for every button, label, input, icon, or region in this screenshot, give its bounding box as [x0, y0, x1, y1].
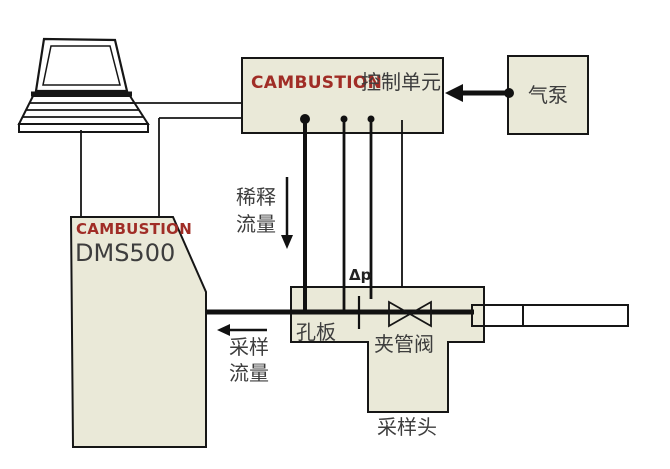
control-lines	[303, 119, 403, 310]
pinch-valve-symbol	[388, 300, 432, 328]
valve-left-triangle	[388, 300, 412, 328]
probe-tip	[471, 304, 524, 327]
sample-flow-label-line1: 采样	[229, 335, 269, 359]
laptop-screen	[42, 45, 121, 86]
pump-to-control-arrow	[445, 84, 514, 102]
laptop-base	[18, 123, 149, 133]
sample-head-label: 采样头	[377, 415, 437, 439]
down-arrowhead	[281, 235, 293, 249]
dilution-flow-annotation: 稀释 流量	[236, 177, 293, 249]
dms500-box	[69, 216, 207, 448]
valve-right-triangle	[408, 300, 432, 328]
air-pump-label: 气泵	[528, 83, 568, 107]
signal-cables	[80, 102, 242, 217]
control-unit-brand-logo: CAMBUSTION	[251, 73, 382, 93]
sample-flow-label-line2: 流量	[229, 361, 269, 385]
delta-p-label: Δp	[349, 266, 372, 284]
orifice-plate-label: 孔板	[296, 320, 336, 344]
control-unit: CAMBUSTION 控制单元	[241, 57, 444, 134]
dms500-model-label: DMS500	[75, 239, 175, 267]
probe-tube	[471, 304, 629, 327]
pinch-valve-label: 夹管阀	[374, 332, 434, 356]
pump-port-dot	[504, 88, 514, 98]
laptop	[17, 37, 150, 133]
sample-flow-annotation: 采样 流量	[217, 324, 269, 385]
air-pump: 气泵	[507, 55, 589, 135]
left-arrowhead	[217, 324, 230, 336]
control-unit-label: 控制单元	[361, 70, 441, 94]
dms500-brand-logo: CAMBUSTION	[76, 220, 192, 238]
sample-probe	[471, 304, 629, 327]
left-arrowhead	[445, 84, 463, 102]
laptop-screen-bezel	[34, 37, 129, 93]
dms500-analyzer: CAMBUSTION DMS500	[69, 216, 207, 448]
dilution-flow-label-line2: 流量	[236, 212, 276, 236]
dilution-flow-label-line1: 稀释	[236, 185, 276, 209]
